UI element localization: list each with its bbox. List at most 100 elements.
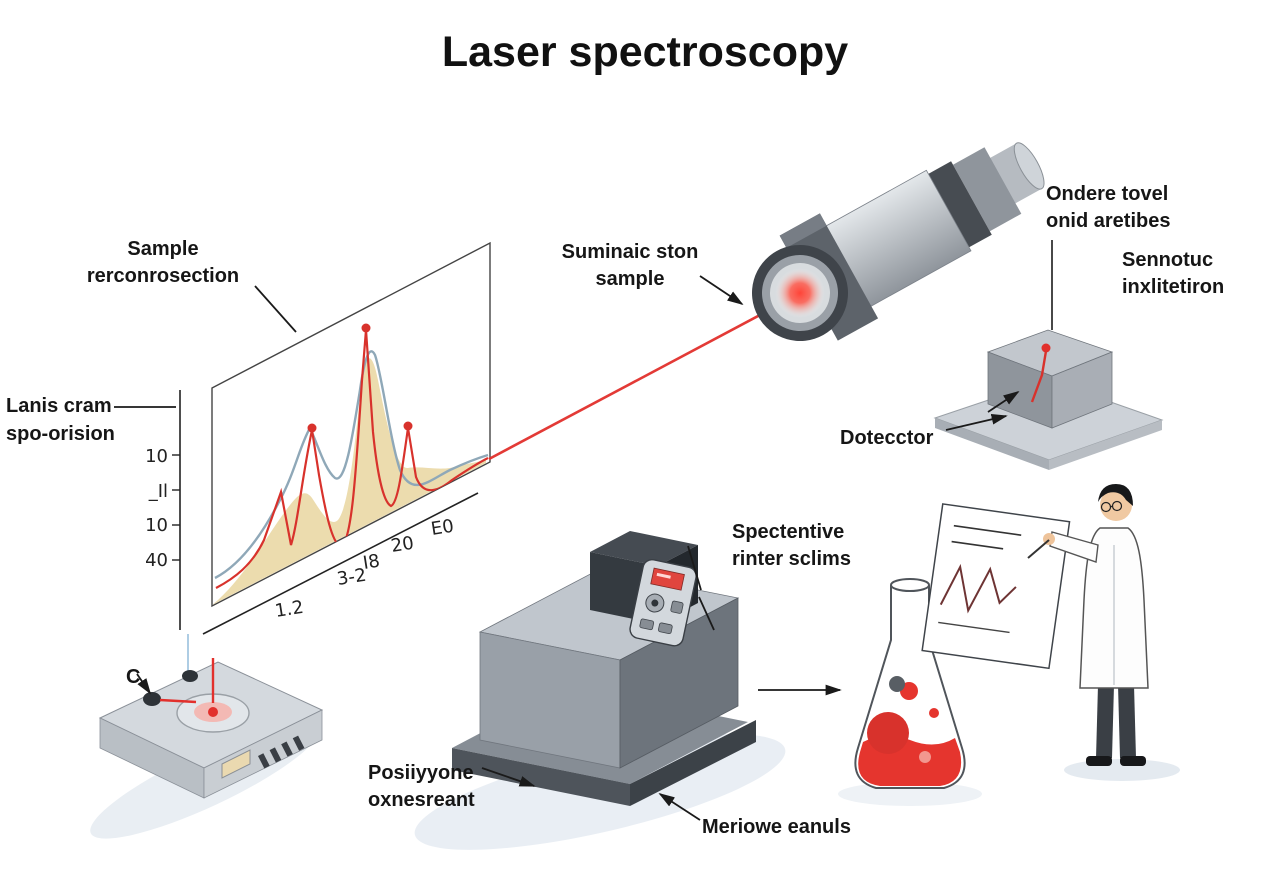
laser-mount-highlight <box>779 213 827 248</box>
laser-glow <box>775 268 825 318</box>
control-housing-top <box>590 531 698 566</box>
sample-label-pointer <box>254 285 297 333</box>
knob-marker-arrow <box>136 673 152 695</box>
result-sheet <box>921 503 1071 670</box>
annotation-labels: Sample rerconrosection Suminaic ston sam… <box>6 183 1224 838</box>
laser-label-line1: Suminaic ston <box>562 241 699 263</box>
laser-rear-cap <box>986 143 1042 206</box>
sheet-line-3 <box>938 621 1010 634</box>
spectrum-line-blue <box>214 350 489 580</box>
pointer-pen <box>1027 539 1050 559</box>
scientist-shoe-left <box>1086 756 1112 766</box>
device-dial-dot <box>208 707 218 717</box>
spectrometer-note-line1: Spectentive <box>732 521 844 543</box>
spectrometer-base-front <box>452 748 630 806</box>
laser-mid-section <box>953 147 1022 232</box>
spectrometer-note-pointer-2 <box>698 596 715 631</box>
device-knob-2[interactable] <box>182 670 198 682</box>
flask <box>854 578 966 789</box>
y-tick-1: 10 <box>145 446 168 467</box>
y-tick-3: 10 <box>145 515 168 536</box>
flask-caption: Meriowe eanuls <box>702 816 851 838</box>
spectrum-area-fill <box>212 358 486 605</box>
detector-note-right-line2: inxlitetiron <box>1122 276 1224 298</box>
flask-caption-arrow <box>658 793 701 821</box>
annotation-pointers <box>114 275 1008 821</box>
laser-device <box>752 142 1045 341</box>
laser-label-line2: sample <box>596 268 665 290</box>
peak-marker-1 <box>307 423 317 433</box>
detector-inner-arrow <box>987 391 1020 413</box>
glasses-bridge <box>1109 505 1114 508</box>
device-slot-2[interactable] <box>269 747 282 763</box>
knob-marker-label: C <box>126 666 140 688</box>
laser-rear-face <box>1013 142 1045 190</box>
scientist-leg-left <box>1096 685 1114 758</box>
spectrometer-note-line2: rinter sclims <box>732 548 851 570</box>
flask-rim <box>890 578 930 592</box>
axis-note-line1: Lanis cram <box>6 395 112 417</box>
flask-particle-gray <box>889 676 905 692</box>
device-slot-1[interactable] <box>258 753 270 769</box>
scientist <box>1027 484 1149 766</box>
panel-knob-dot <box>651 599 659 607</box>
scientist-arm <box>1049 531 1099 563</box>
spectrum-curves <box>212 329 489 605</box>
detector-label-arrow <box>945 414 1008 431</box>
detector-note-top-line1: Ondere tovel <box>1046 183 1168 205</box>
spectrometer-caption-line2: oxnesreant <box>368 789 475 811</box>
detector-assembly <box>933 240 1164 470</box>
detector-signal-line <box>1030 350 1048 403</box>
laser-label-arrow <box>699 275 744 305</box>
panel-screen-readout <box>656 572 671 579</box>
peak-marker-3 <box>403 421 413 431</box>
sample-label-line2: rerconrosection <box>87 265 239 287</box>
flask-bubble-large <box>867 712 909 754</box>
device-slot-3[interactable] <box>281 741 293 757</box>
device-screen <box>221 749 251 779</box>
detector-note-right-line1: Sennotuc <box>1122 249 1213 271</box>
device-knob-1[interactable] <box>143 692 161 706</box>
detector-label: Dotecctor <box>840 427 934 449</box>
device-slots <box>258 735 305 769</box>
detector-note-top-line2: onid aretibes <box>1046 210 1170 232</box>
detector-box-right <box>1051 351 1113 429</box>
spectrometer-base-right <box>630 720 756 806</box>
sample-label-line1: Sample <box>127 238 198 260</box>
y-tick-4: 40 <box>145 550 168 571</box>
panel-button-a[interactable] <box>670 600 684 614</box>
device-slot-4[interactable] <box>292 735 305 751</box>
spectrometer <box>452 531 842 806</box>
flask-bubble-light <box>919 751 931 763</box>
spectrum-panel: 10 _Il 10 40 1.2 3-2 I8 20 E0 <box>145 241 491 684</box>
spectrometer-right <box>619 597 739 769</box>
spectrometer-note-pointer-1 <box>687 545 702 591</box>
sheet-chart-trace <box>939 563 1017 614</box>
panel-button-b[interactable] <box>639 618 655 631</box>
x-tick-4: 20 <box>389 533 415 557</box>
sheet-line-1 <box>953 524 1022 536</box>
laser-beam <box>488 296 793 461</box>
control-device <box>98 658 324 799</box>
flask-bubble-small <box>929 708 939 718</box>
y-tick-2: _Il <box>148 481 168 502</box>
panel-surface <box>211 241 491 608</box>
x-axis <box>202 492 479 635</box>
sheet-line-2 <box>951 540 1004 550</box>
axis-note-line2: spo-orision <box>6 423 115 445</box>
x-tick-2: 3-2 <box>335 565 367 590</box>
scientist-leg-right <box>1118 685 1136 758</box>
spectrometer-caption-line1: Posiiyyone <box>368 762 474 784</box>
knob-indicator-line <box>159 698 197 704</box>
y-axis-ticks <box>172 454 180 561</box>
page-title: Laser spectroscopy <box>442 28 848 76</box>
panel-button-c[interactable] <box>658 622 673 635</box>
x-tick-1: 1.2 <box>273 597 305 622</box>
x-tick-5: E0 <box>429 516 455 540</box>
spectrum-line-red <box>215 329 489 589</box>
detector-platform-left <box>935 418 1049 470</box>
x-tick-3: I8 <box>361 551 381 574</box>
scientist-hair <box>1098 484 1133 506</box>
